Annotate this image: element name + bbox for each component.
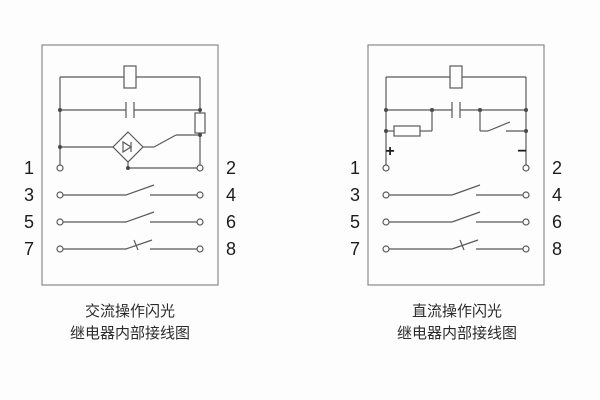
junction-dot xyxy=(384,108,388,112)
terminal-5 xyxy=(382,218,390,226)
junction-dot xyxy=(478,108,482,112)
ac-caption-line2: 继电器内部接线图 xyxy=(69,325,190,342)
terminal-2 xyxy=(196,164,204,172)
rectifier-bridge-icon xyxy=(60,131,197,169)
terminal-1 xyxy=(382,164,390,172)
switch-contact-icon xyxy=(479,110,526,132)
terminal-3 xyxy=(382,191,390,199)
junction-dot xyxy=(524,129,528,133)
terminal-number-2: 2 xyxy=(226,158,236,178)
relay-outline-box xyxy=(367,44,545,286)
terminal-number-8: 8 xyxy=(552,239,562,259)
contact-row-7-8 xyxy=(389,239,523,251)
terminal-number-1: 1 xyxy=(24,158,34,178)
terminal-7 xyxy=(382,245,390,253)
terminal-number-8: 8 xyxy=(226,239,236,259)
terminal-number-4: 4 xyxy=(226,185,236,205)
internal-contact-icon xyxy=(143,134,200,148)
dc-caption-line2: 继电器内部接线图 xyxy=(396,325,517,342)
contact-row-7-8 xyxy=(63,239,197,251)
terminal-3 xyxy=(56,191,64,199)
capacitor-icon xyxy=(386,102,526,118)
terminal-6 xyxy=(522,218,530,226)
terminal-number-4: 4 xyxy=(552,185,562,205)
junction-dot xyxy=(198,108,202,112)
ac-caption-line1: 交流操作闪光 xyxy=(84,303,175,320)
contact-row-3-4 xyxy=(63,184,197,196)
junction-dot xyxy=(384,129,388,133)
ac-caption: 交流操作闪光 继电器内部接线图 xyxy=(20,301,240,345)
contact-row-5-6 xyxy=(389,211,523,223)
dc-caption-line1: 直流操作闪光 xyxy=(411,303,502,320)
terminal-5 xyxy=(56,218,64,226)
capacitor-icon xyxy=(60,102,200,118)
terminal-number-3: 3 xyxy=(24,185,34,205)
coil-icon xyxy=(386,65,526,89)
dc-caption: 直流操作闪光 继电器内部接线图 xyxy=(346,301,568,345)
terminal-6 xyxy=(196,218,204,226)
ac-circuit-svg: 1 3 5 7 2 4 6 8 xyxy=(24,44,236,286)
terminal-7 xyxy=(56,245,64,253)
junction-dot xyxy=(58,145,62,149)
junction-dot xyxy=(126,166,130,170)
minus-sign: − xyxy=(517,143,526,160)
junction-dot xyxy=(524,108,528,112)
dc-circuit-svg: + − xyxy=(350,44,562,286)
resistor-icon xyxy=(386,110,433,137)
terminal-8 xyxy=(196,245,204,253)
plus-sign: + xyxy=(385,143,394,160)
coil-icon xyxy=(60,65,200,89)
terminal-4 xyxy=(196,191,204,199)
terminal-8 xyxy=(522,245,530,253)
junction-dot xyxy=(58,108,62,112)
terminal-number-1: 1 xyxy=(350,158,360,178)
terminal-number-5: 5 xyxy=(350,212,360,232)
terminal-4 xyxy=(522,191,530,199)
junction-dot xyxy=(198,133,202,137)
contact-row-3-4 xyxy=(389,184,523,196)
dc-flash-relay-diagram: + − xyxy=(346,43,568,345)
terminal-number-5: 5 xyxy=(24,212,34,232)
resistor-icon xyxy=(194,112,206,134)
terminal-number-2: 2 xyxy=(552,158,562,178)
contact-row-5-6 xyxy=(63,211,197,223)
terminal-number-3: 3 xyxy=(350,185,360,205)
junction-dot xyxy=(430,108,434,112)
terminal-number-6: 6 xyxy=(226,212,236,232)
terminal-number-7: 7 xyxy=(350,239,360,259)
terminal-number-6: 6 xyxy=(552,212,562,232)
terminal-1 xyxy=(56,164,64,172)
relay-outline-box xyxy=(41,44,219,286)
terminal-number-7: 7 xyxy=(24,239,34,259)
terminal-2 xyxy=(522,164,530,172)
ac-flash-relay-diagram: 1 3 5 7 2 4 6 8 交流操作闪光 继电器内部接线图 xyxy=(20,43,240,345)
